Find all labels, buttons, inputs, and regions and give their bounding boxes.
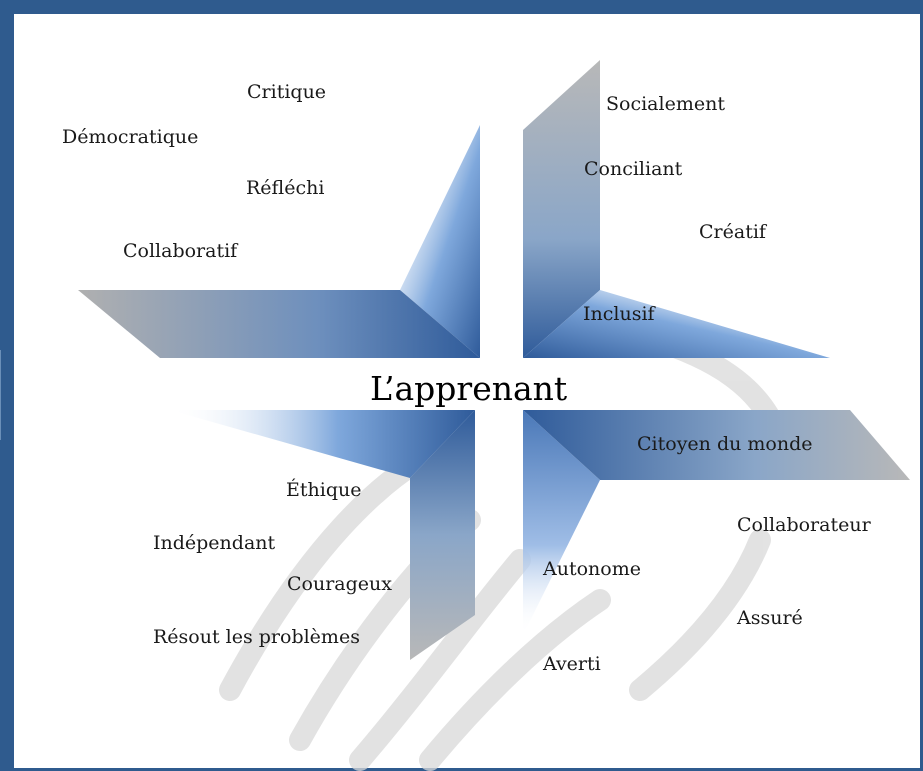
- arrow-top-left: [78, 125, 480, 358]
- arrow-bottom-left: [170, 410, 475, 660]
- frame-edge-mark: [0, 350, 13, 440]
- label-assure: Assuré: [737, 607, 803, 629]
- label-averti: Averti: [543, 653, 601, 675]
- label-independant: Indépendant: [153, 532, 276, 554]
- label-collaborateur: Collaborateur: [737, 514, 871, 536]
- label-socialement: Socialement: [606, 93, 725, 115]
- arrow-top-right: [523, 60, 830, 358]
- label-ethique: Éthique: [286, 479, 362, 501]
- label-inclusif: Inclusif: [583, 303, 655, 325]
- label-collaboratif: Collaboratif: [123, 240, 238, 262]
- arrow-bottom-right: [523, 410, 910, 635]
- label-reflechi: Réfléchi: [246, 177, 325, 199]
- label-creatif: Créatif: [699, 221, 766, 243]
- label-courageux: Courageux: [287, 573, 392, 595]
- label-conciliant: Conciliant: [584, 158, 683, 180]
- center-title: L’apprenant: [370, 369, 568, 408]
- label-autonome: Autonome: [543, 558, 641, 580]
- label-resout-les-problemes: Résout les problèmes: [153, 626, 360, 648]
- label-democratique: Démocratique: [62, 126, 199, 148]
- label-citoyen-du-monde: Citoyen du monde: [637, 433, 813, 455]
- label-critique: Critique: [247, 81, 327, 103]
